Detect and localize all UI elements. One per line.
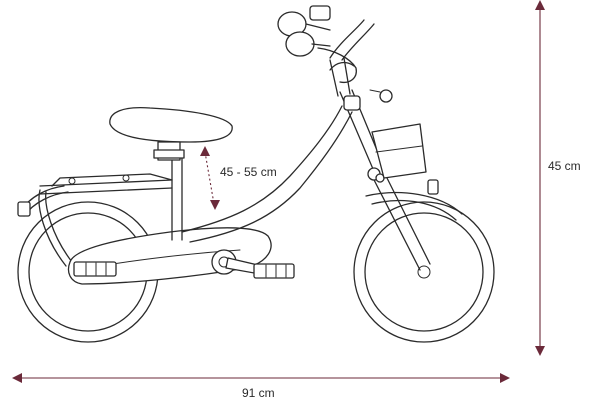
total-height-label: 45 cm: [548, 159, 581, 173]
front-wheel: [353, 201, 495, 343]
length-dimension-line: [12, 373, 510, 383]
saddle-height-indicator: [200, 146, 220, 210]
rear-reflector: [17, 201, 31, 217]
saddle-height-label: 45 - 55 cm: [220, 165, 277, 179]
saddle: [109, 106, 233, 161]
crank: [211, 249, 263, 275]
rear-pedal: [73, 261, 117, 277]
total-length-label: 91 cm: [242, 386, 275, 400]
front-fender: [365, 191, 463, 221]
front-basket: [371, 123, 439, 195]
front-pedal: [253, 263, 295, 279]
rear-rack: [38, 173, 173, 267]
height-dimension-line: [535, 0, 545, 356]
handlebar: [277, 5, 393, 111]
